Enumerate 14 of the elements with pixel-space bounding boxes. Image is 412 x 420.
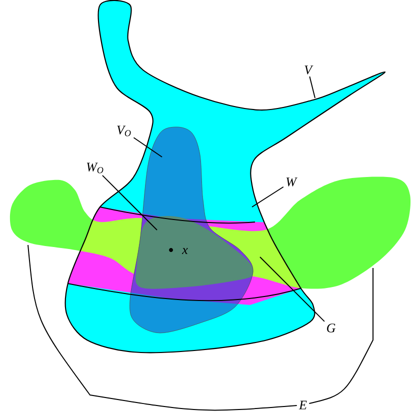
set-label: V$_{O}$ bbox=[117, 126, 131, 136]
leader-line bbox=[309, 76, 316, 98]
point-label: x bbox=[182, 248, 188, 254]
leader-line bbox=[252, 186, 284, 208]
set-label: V bbox=[304, 66, 314, 74]
set-label: W bbox=[286, 178, 298, 186]
leader-line bbox=[28, 244, 298, 411]
set-label: E bbox=[298, 400, 307, 410]
leader-line bbox=[260, 256, 325, 322]
set-label: W$_{O}$ bbox=[86, 162, 104, 174]
leader-line bbox=[133, 137, 162, 158]
leader-line bbox=[308, 268, 374, 404]
set-label: G bbox=[327, 324, 336, 332]
leader-line bbox=[102, 174, 158, 230]
